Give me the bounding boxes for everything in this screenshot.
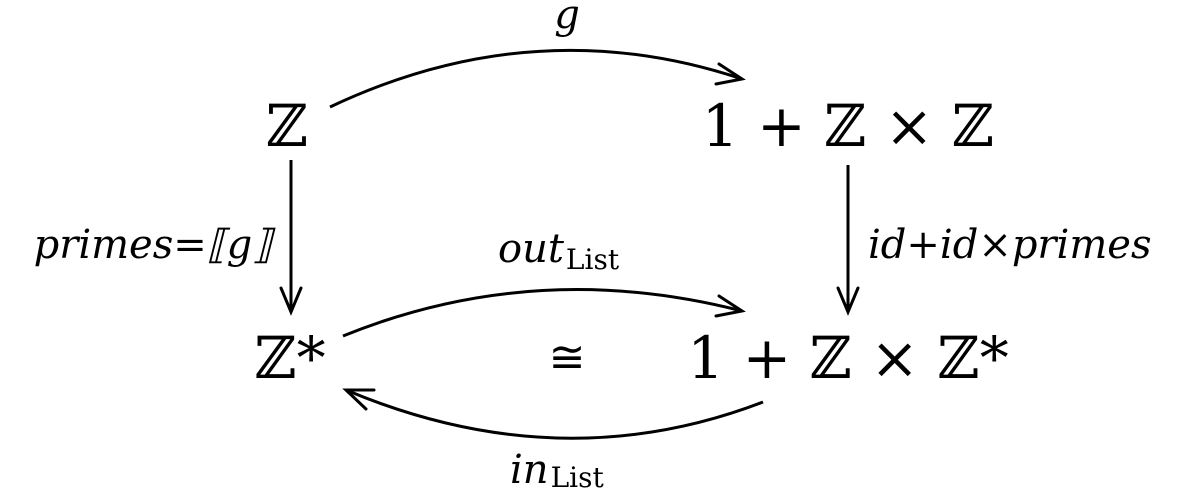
node-bottom-right: 1 + ℤ × ℤ* [687,324,1009,392]
arrow-id-primes [836,165,860,316]
label-out-list-sub: List [566,243,620,276]
arrow-primes [279,160,303,316]
label-g: g [554,0,580,38]
node-top-right: 1 + ℤ × ℤ [702,92,995,160]
label-primes: primes=⟦g⟧ [34,222,277,268]
label-in-list: inList [510,447,604,493]
label-in-list-main: in [510,447,549,493]
node-bottom-left: ℤ* [254,324,325,392]
label-out-list-main: out [498,226,565,272]
arrow-in-list [342,388,764,440]
arrow-out-list [342,288,746,338]
iso-symbol: ≅ [549,332,586,383]
label-in-list-sub: List [551,461,605,493]
label-id-primes: id+id×primes [868,222,1151,268]
node-top-left: ℤ [266,92,308,160]
label-out-list: outList [498,226,620,276]
arrow-g [329,48,746,109]
